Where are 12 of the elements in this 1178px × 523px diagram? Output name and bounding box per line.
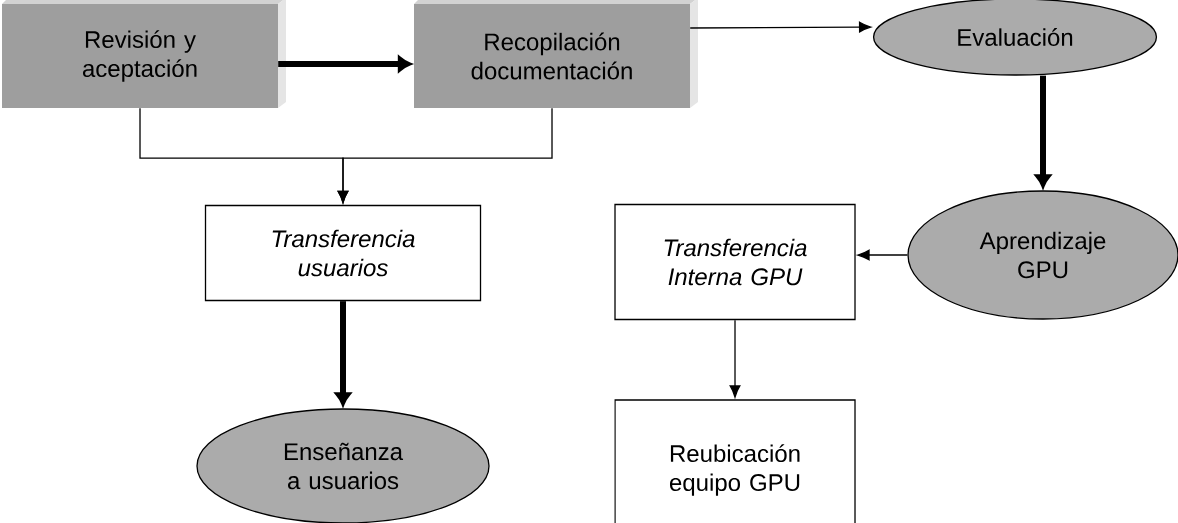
arrow: [278, 56, 412, 72]
arrow: [1035, 75, 1051, 188]
process-box: Transferencia Interna GPU: [614, 203, 856, 321]
arrow: [857, 249, 908, 261]
arrow: [689, 21, 872, 33]
arrow: [335, 301, 351, 406]
process-box: Transferencia usuarios: [204, 204, 482, 302]
arrow: [729, 319, 741, 398]
arrow: [337, 107, 553, 204]
process-box: Reubicación equipo GPU: [614, 399, 856, 523]
process-box: Revisión y aceptación: [2, 0, 286, 108]
process-box: Recopilación documentación: [414, 0, 698, 108]
